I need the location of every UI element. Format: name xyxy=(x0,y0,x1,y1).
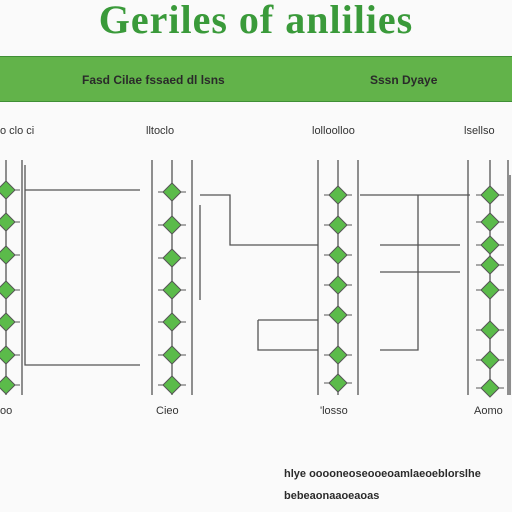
column-4-node xyxy=(480,185,500,205)
column-4-node xyxy=(480,320,500,340)
column-4-node xyxy=(480,255,500,275)
column-2-node xyxy=(162,215,182,235)
column-2-node xyxy=(162,375,182,395)
column-4-node xyxy=(480,212,500,232)
column-2-node xyxy=(162,312,182,332)
footnote-line-1: hlye ooooneoseooeoamlaeoeblorslhe xyxy=(284,468,481,480)
header-banner: Fasd Cilae fssaed dl lsns Sssn Dyaye xyxy=(0,56,512,102)
column-3-node xyxy=(328,373,348,393)
column-2-node xyxy=(162,345,182,365)
column-1-bottom-label: oo xyxy=(0,405,13,417)
column-1-top-label: o clo ci xyxy=(0,125,35,137)
banner-left-label: Fasd Cilae fssaed dl lsns xyxy=(82,73,225,87)
column-2-node xyxy=(162,248,182,268)
column-1-node xyxy=(0,280,16,300)
footnote-line-2: bebeaonaaoeaoas xyxy=(284,490,380,502)
column-4-node xyxy=(480,350,500,370)
column-2-top-label: lltoclo xyxy=(146,125,175,137)
column-4-node xyxy=(480,235,500,255)
ladder-nodes xyxy=(0,180,504,398)
column-3-node xyxy=(328,305,348,325)
column-3-node xyxy=(328,345,348,365)
column-3-node xyxy=(328,185,348,205)
column-2-bottom-label: Cieo xyxy=(156,405,179,417)
column-1-node xyxy=(0,345,16,365)
column-2-node xyxy=(162,182,182,202)
column-1-node xyxy=(0,212,16,232)
column-4-node xyxy=(480,280,500,300)
connector-line xyxy=(380,195,419,351)
column-1-node xyxy=(0,312,16,332)
diagram-title: Geriles of anlilies xyxy=(98,0,414,42)
connector-line xyxy=(200,194,318,246)
column-3-node xyxy=(328,215,348,235)
column-3-node xyxy=(328,275,348,295)
column-3-bottom-label: 'losso xyxy=(320,405,348,417)
column-1-node xyxy=(0,180,16,200)
column-1-node xyxy=(0,375,16,395)
column-4-node xyxy=(480,378,500,398)
connector-line xyxy=(257,320,318,351)
column-4-bottom-label: Aomo xyxy=(474,405,503,417)
column-4-top-label: lsellso xyxy=(464,125,495,137)
column-1-node xyxy=(0,245,16,265)
ladder-connectors xyxy=(24,165,511,395)
column-3-top-label: lolloolloo xyxy=(312,125,355,137)
column-2-node xyxy=(162,280,182,300)
connector-line xyxy=(24,165,140,366)
banner-right-label: Sssn Dyaye xyxy=(370,73,438,87)
column-3-node xyxy=(328,245,348,265)
